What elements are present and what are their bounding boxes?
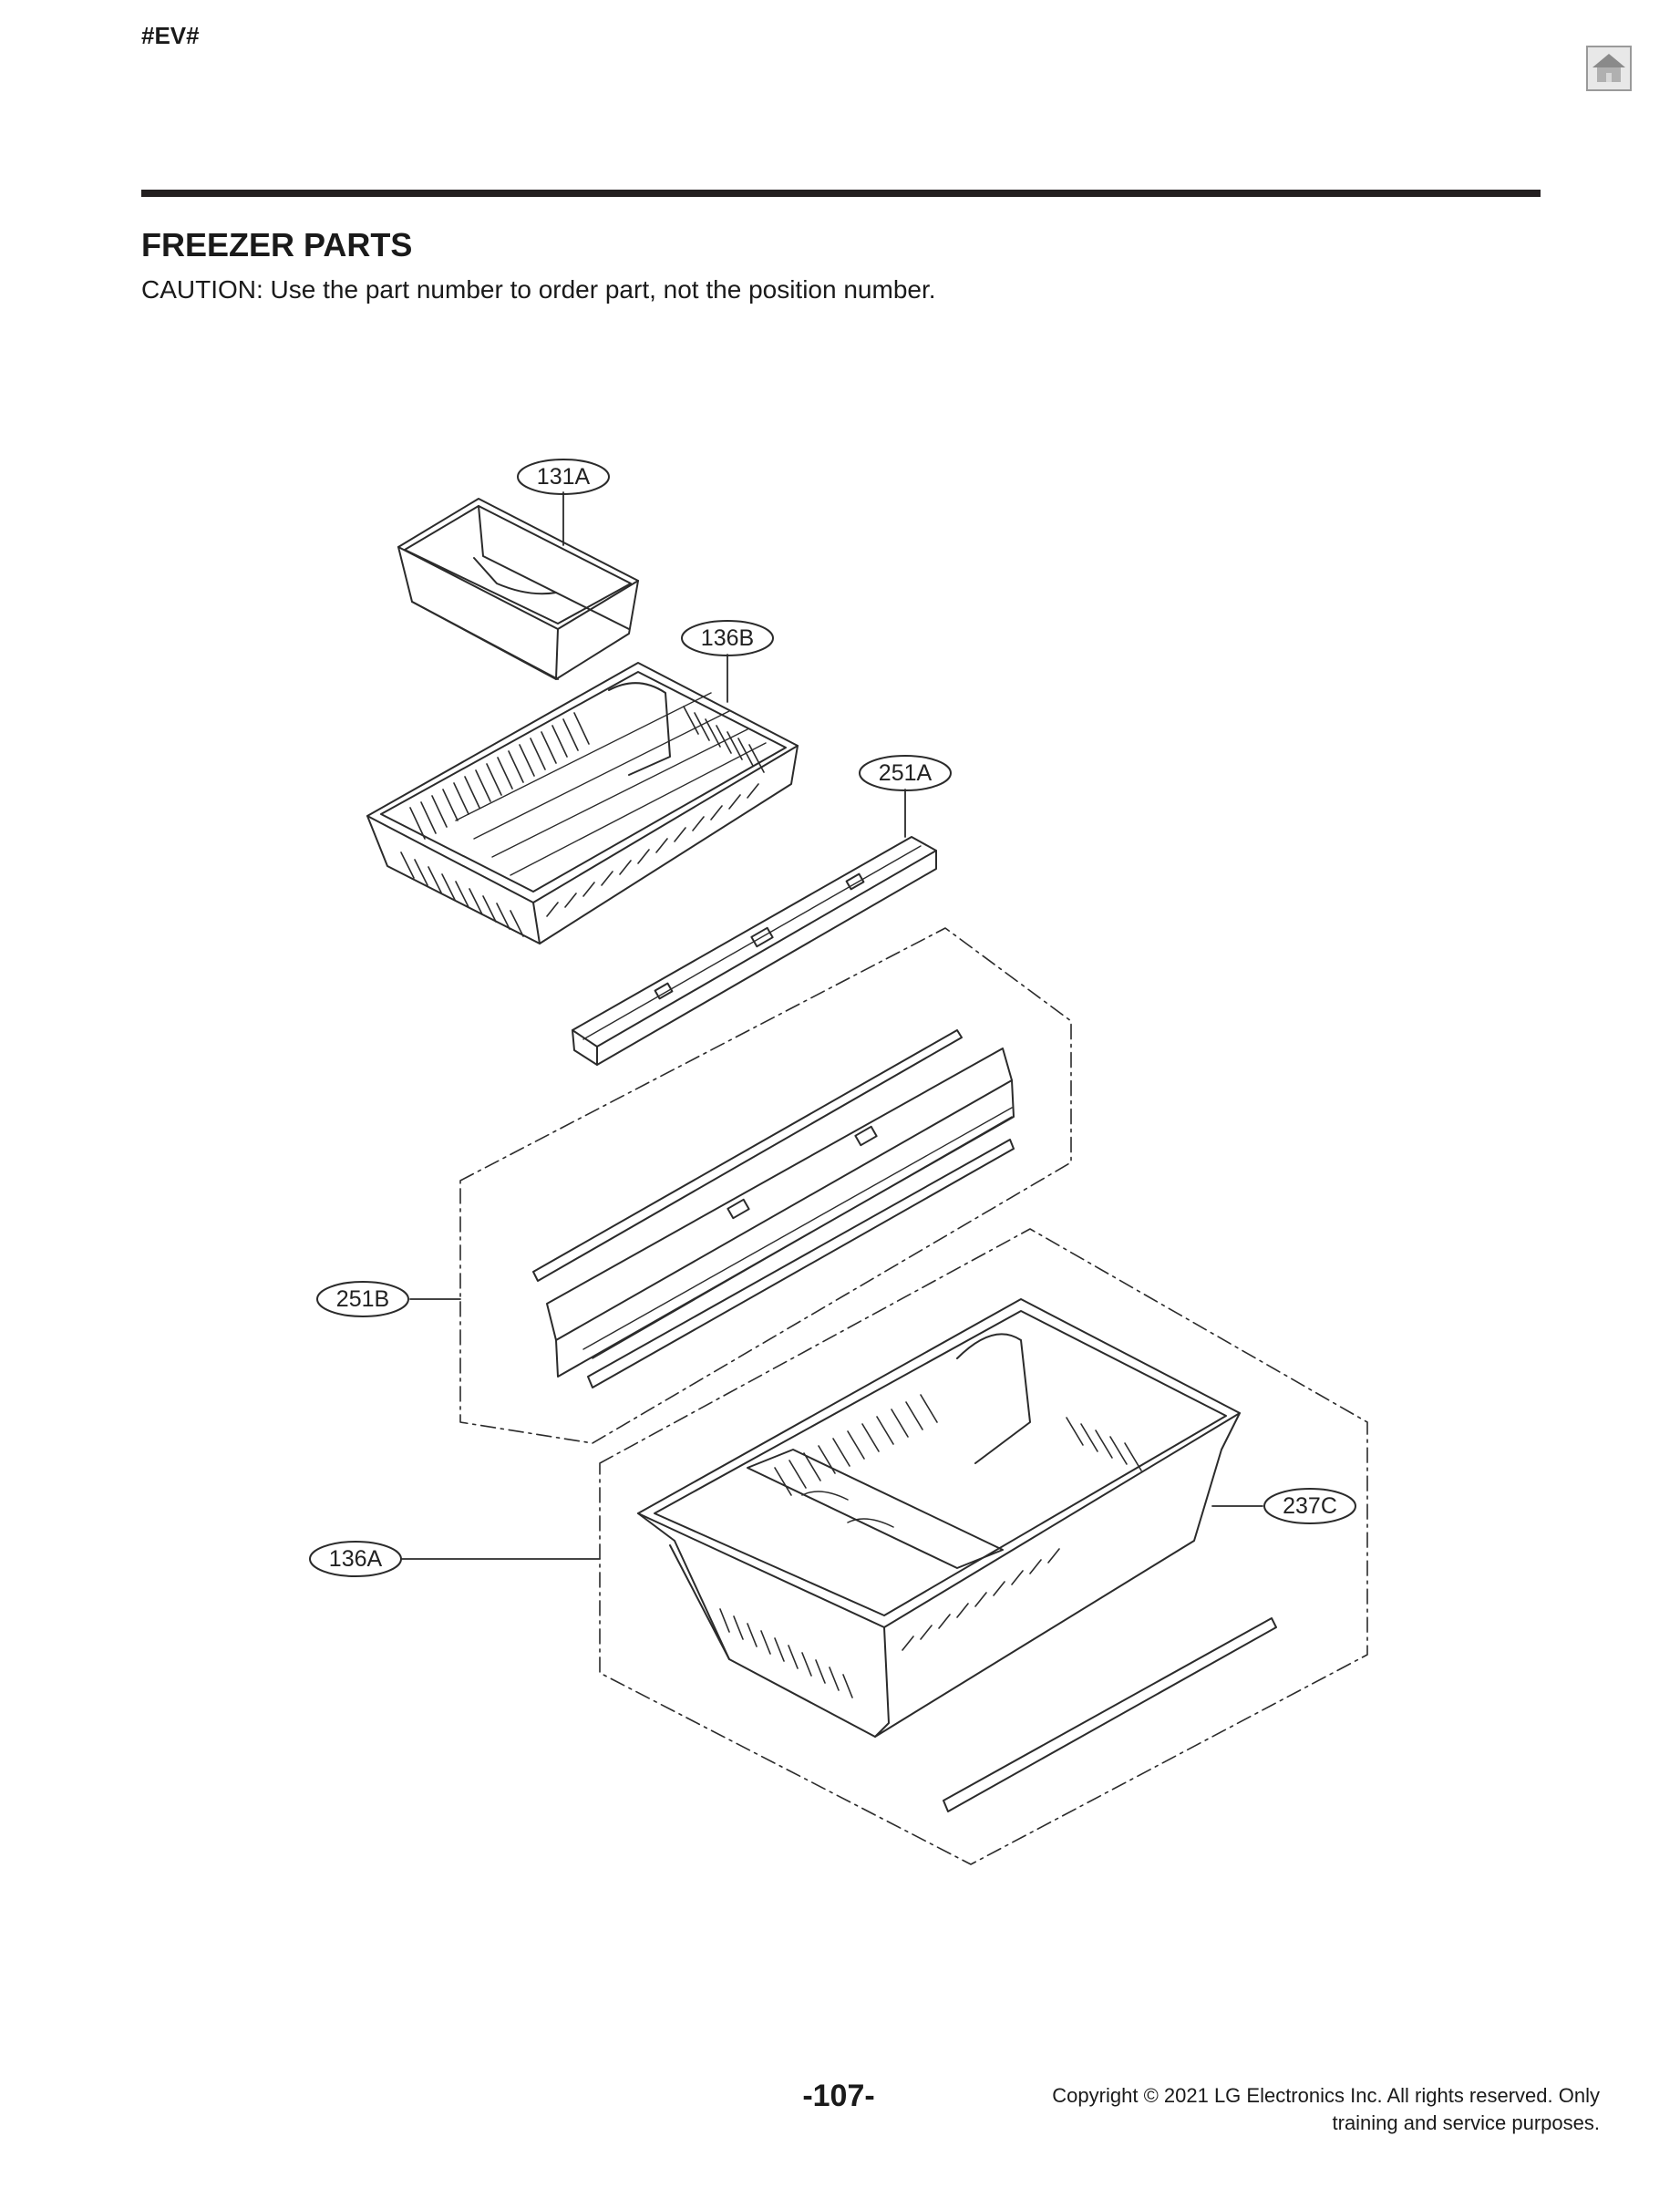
- callout-ellipses: [309, 459, 1356, 1577]
- page-number: -107-: [802, 2079, 875, 2113]
- copyright-line-2: training and service purposes.: [1332, 2111, 1601, 2134]
- part-237c-bar: [943, 1617, 1277, 1812]
- callout-237c: 237C: [1283, 1493, 1337, 1519]
- copyright-line-1: Copyright © 2021 LG Electronics Inc. All…: [1052, 2084, 1600, 2107]
- callout-131a: 131A: [537, 464, 591, 490]
- document-id: #EV#: [141, 22, 200, 49]
- section-title: FREEZER PARTS: [141, 226, 413, 263]
- home-icon: [1592, 54, 1625, 82]
- assembly-boundaries: [459, 927, 1368, 1865]
- part-136b-basket: [366, 662, 799, 944]
- callout-251a: 251A: [879, 760, 933, 786]
- callout-136a: 136A: [329, 1546, 383, 1572]
- header-rule: [141, 190, 1541, 197]
- part-251a-rail: [572, 836, 937, 1066]
- part-251b-rail-assembly: [532, 1029, 1015, 1388]
- part-136a-drawer: [637, 1298, 1241, 1738]
- part-131a-container: [397, 498, 639, 680]
- copyright-notice: Copyright © 2021 LG Electronics Inc. All…: [907, 2082, 1600, 2137]
- leader-lines: [400, 491, 1263, 1560]
- callout-136b: 136B: [701, 625, 754, 651]
- callout-251b: 251B: [336, 1286, 389, 1312]
- caution-note: CAUTION: Use the part number to order pa…: [141, 275, 936, 304]
- home-button[interactable]: [1586, 46, 1632, 91]
